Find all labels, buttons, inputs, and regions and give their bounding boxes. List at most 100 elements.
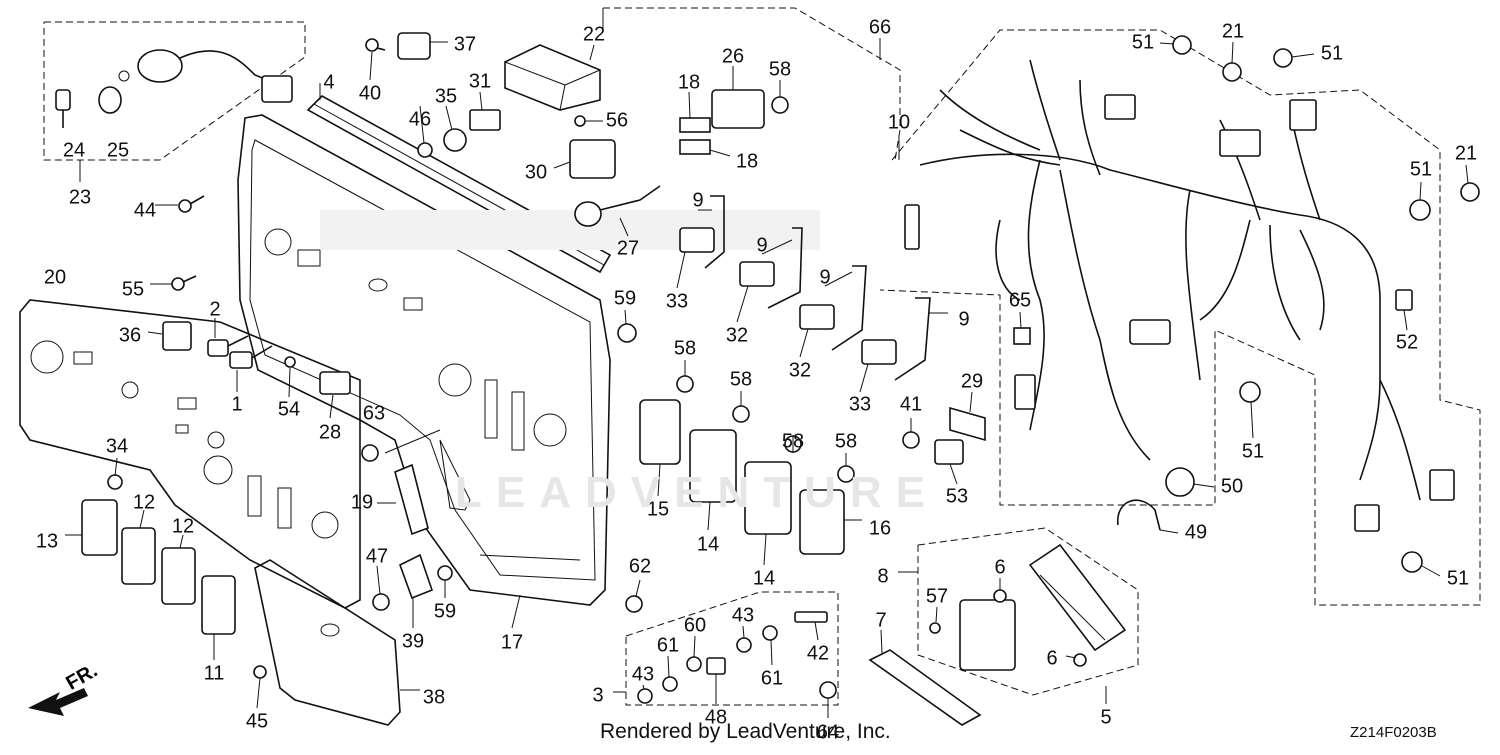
bracket-part-7 <box>868 649 982 726</box>
receptacle-part-14a <box>689 429 737 503</box>
key-switch-part-25 <box>98 49 293 114</box>
callout-c26: 26 <box>722 45 744 67</box>
callout-c5: 5 <box>1100 706 1111 728</box>
callout-c3: 3 <box>592 684 603 706</box>
callout-c23: 23 <box>69 186 91 208</box>
bracket-part-19 <box>394 463 429 536</box>
callout-c25: 25 <box>107 139 129 161</box>
callout-c4: 4 <box>323 71 334 93</box>
callout-c61b: 61 <box>761 667 783 689</box>
callout-c58c: 58 <box>730 368 752 390</box>
block-part-36 <box>162 321 192 351</box>
switch-part-33a <box>679 195 725 269</box>
callout-c66: 66 <box>869 16 891 38</box>
spacer-part-6a <box>993 589 1007 603</box>
callout-c21a: 21 <box>1222 20 1244 42</box>
control-box-part-22 <box>504 44 601 111</box>
callout-c10: 10 <box>888 111 910 133</box>
key-part-24 <box>55 89 71 128</box>
nut-part-59b <box>437 565 453 581</box>
callout-c51d: 51 <box>1242 440 1264 462</box>
callout-c51e: 51 <box>1447 567 1469 589</box>
footer-credit: Rendered by LeadVenture, Inc. <box>600 720 891 743</box>
clip-part-48 <box>706 657 726 675</box>
callout-c12b: 12 <box>172 515 194 537</box>
bracket-part-39 <box>399 553 434 600</box>
callout-c54: 54 <box>278 398 300 420</box>
outlet-cover-part-13 <box>81 499 118 556</box>
bolt-part-63 <box>361 444 379 462</box>
callout-c28: 28 <box>319 421 341 443</box>
callout-c58b: 58 <box>674 337 696 359</box>
receptacle-part-14b <box>744 461 792 535</box>
clamp-part-51c <box>1409 199 1431 221</box>
callout-c6a: 6 <box>994 556 1005 578</box>
switch-part-35 <box>443 128 467 152</box>
clip-part-52 <box>1395 289 1413 311</box>
cap-part-37 <box>397 32 431 60</box>
callout-c58a: 58 <box>769 58 791 80</box>
callout-c27: 27 <box>617 237 639 259</box>
bolt-part-62 <box>625 595 643 613</box>
callout-c1: 1 <box>231 393 242 415</box>
callout-c20: 20 <box>44 266 66 288</box>
callout-c53: 53 <box>946 485 968 507</box>
relay-part-26 <box>711 89 765 129</box>
outlet-cover-part-12a <box>121 527 156 585</box>
screw-part-44 <box>178 195 205 213</box>
callout-c65: 65 <box>1009 289 1031 311</box>
callout-c18b: 18 <box>736 150 758 172</box>
callout-c52: 52 <box>1396 331 1418 353</box>
callout-c15: 15 <box>647 498 669 520</box>
callout-c32a: 32 <box>726 324 748 346</box>
callout-c9a: 9 <box>692 189 703 211</box>
callout-c16: 16 <box>869 517 891 539</box>
bolt-part-42 <box>794 611 828 623</box>
callout-c51c: 51 <box>1410 158 1432 180</box>
plate-part-29 <box>949 406 986 442</box>
callout-c36: 36 <box>119 324 141 346</box>
wire-harness-part-10 <box>904 59 1455 532</box>
callout-c17: 17 <box>501 631 523 653</box>
inverter-unit <box>959 599 1016 671</box>
callout-c6b: 6 <box>1046 647 1057 669</box>
callout-c21b: 21 <box>1455 142 1477 164</box>
washer-part-61a <box>662 676 678 692</box>
nut-part-43b <box>637 688 653 704</box>
callout-c29: 29 <box>961 370 983 392</box>
callout-c40: 40 <box>359 82 381 104</box>
nut-part-58b <box>676 375 694 393</box>
callout-c35: 35 <box>435 85 457 107</box>
callout-c19: 19 <box>351 491 373 513</box>
relay-part-30 <box>569 139 616 179</box>
breaker-part-1 <box>229 345 273 369</box>
clip-part-53 <box>934 439 964 465</box>
callout-c7: 7 <box>875 609 886 631</box>
receptacle-part-16 <box>799 489 845 555</box>
callout-c39: 39 <box>402 630 424 652</box>
nut-part-43a <box>736 637 752 653</box>
diagram-code: Z214F0203B <box>1350 724 1437 741</box>
callout-c51b: 51 <box>1321 42 1343 64</box>
callout-c63: 63 <box>363 402 385 424</box>
callout-c64: 64 <box>817 721 839 743</box>
clamp-part-51e <box>1401 551 1423 573</box>
regulator-part-5 <box>1028 543 1127 652</box>
screw-part-54 <box>284 356 296 368</box>
callout-c33b: 33 <box>849 393 871 415</box>
grommet-part-50 <box>1165 467 1195 497</box>
pad-part-18b <box>679 139 711 155</box>
callout-c61a: 61 <box>657 634 679 656</box>
switch-part-31 <box>469 109 501 131</box>
bolt-part-41 <box>902 431 920 449</box>
cover-part-38 <box>254 559 401 726</box>
clamp-part-21a <box>1222 62 1242 82</box>
callout-c14b: 14 <box>753 567 775 589</box>
callout-c43a: 43 <box>732 604 754 626</box>
callout-c48: 48 <box>705 706 727 728</box>
watermark: LEADVENTURE <box>455 468 940 517</box>
group-box-harness <box>879 29 1481 606</box>
callout-c9c: 9 <box>819 266 830 288</box>
